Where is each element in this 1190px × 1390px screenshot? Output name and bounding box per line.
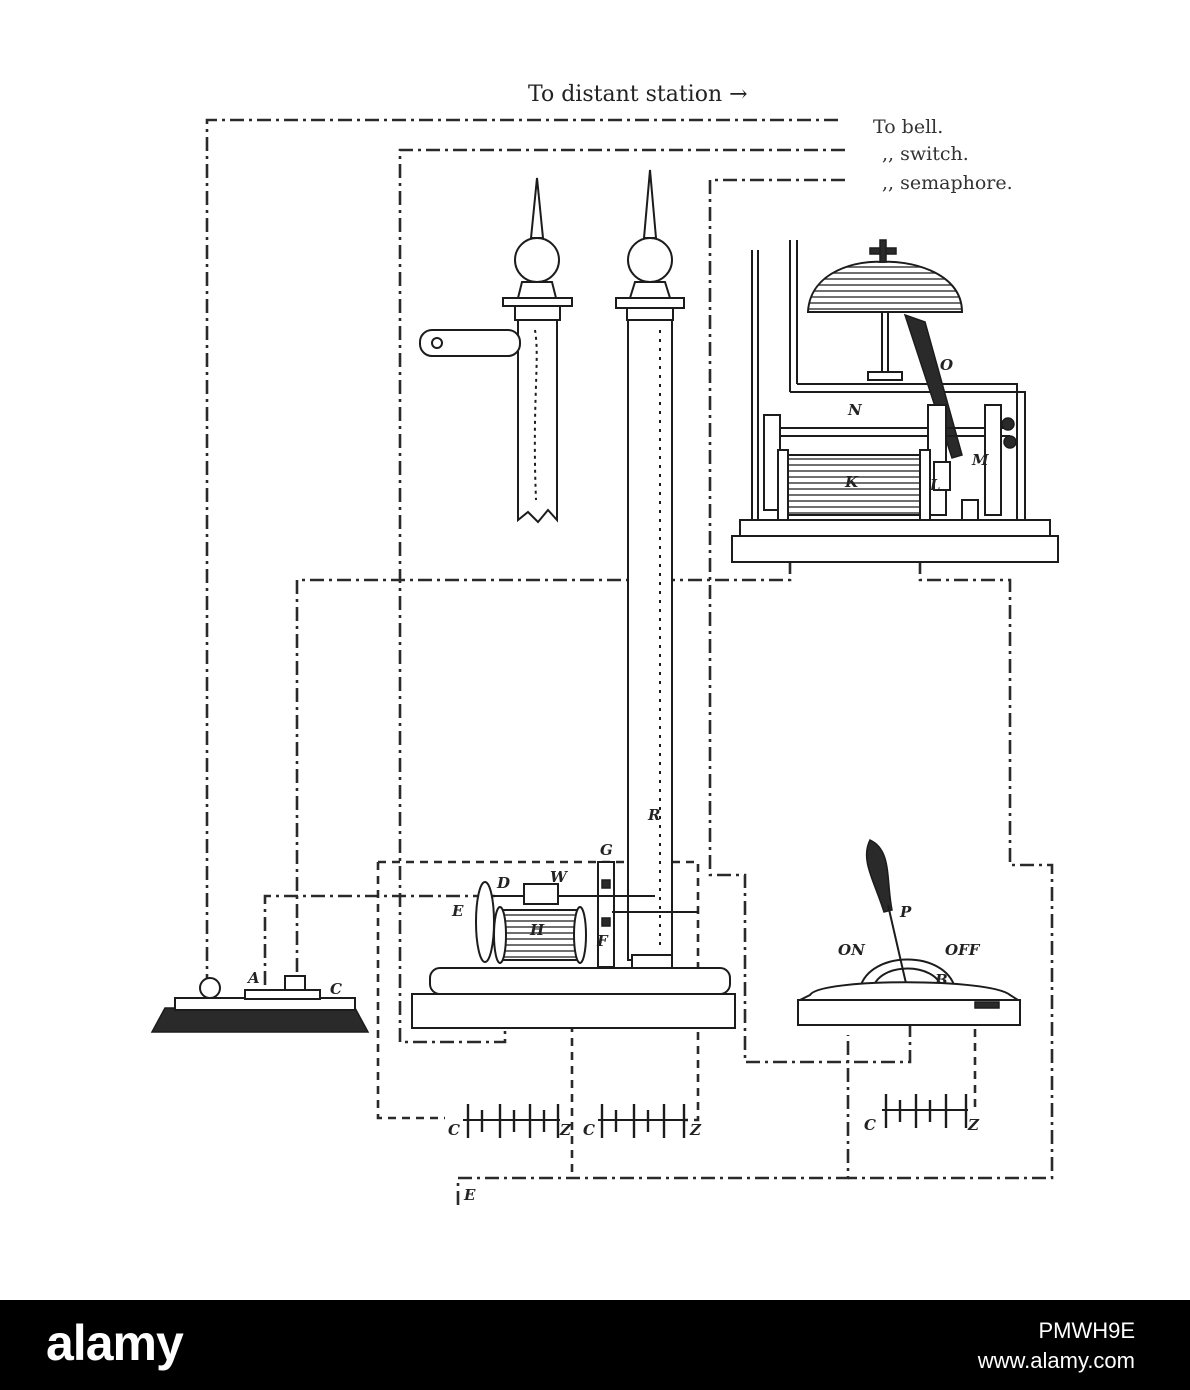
caption-semaphore: ,, semaphore. [882,172,1013,194]
battery-left: C Z [448,1104,572,1139]
wire-distant-station [205,118,838,985]
semaphore-post-right [615,169,685,972]
label-H: H [529,921,545,939]
label-A: A [246,969,260,987]
sending-key: A C [150,969,370,1033]
label-Z3: Z [967,1116,980,1134]
label-G: G [600,841,613,859]
semaphore-switch: P ON OFF B [797,839,1022,1026]
label-off: OFF [945,941,981,959]
label-F: F [596,932,609,950]
label-W: W [550,868,569,886]
wire-bell-right [848,560,1054,1180]
label-R: R [647,806,660,824]
watermark-logo: alamy [46,1315,184,1371]
label-O: O [940,356,953,374]
wire-to-semaphore [708,178,912,1064]
wire-bell-to-key [295,560,792,985]
label-C1: C [448,1121,460,1139]
telegraph-circuit-diagram: To distant station → To bell. ,, switch.… [150,82,1059,1205]
label-L: L [929,476,941,494]
battery-right: C Z [864,1094,980,1134]
battery-middle: C Z [583,1104,702,1139]
label-Z1: Z [559,1121,572,1139]
semaphore-post-left [419,177,573,524]
label-E-earth: E [463,1186,476,1204]
label-M: M [971,451,989,469]
diagram-area: To distant station → To bell. ,, switch.… [150,82,1059,1205]
wire-key-instrument [263,894,500,985]
label-C-key: C [330,980,342,998]
watermark-bar: alamy PMWH9E www.alamy.com [0,1300,1190,1390]
bell-instrument: O N M K L [731,239,1059,563]
watermark-image-id: PMWH9E [1038,1318,1135,1343]
caption-switch: ,, switch. [882,143,969,165]
wire-earth [456,1035,850,1205]
wire-instrument-box-left [376,862,445,1120]
caption-to-bell: To bell. [873,116,943,138]
watermark-url: www.alamy.com [977,1348,1135,1373]
label-Z2: Z [689,1121,702,1139]
label-E-key: E [451,902,464,920]
wire-to-bell [398,148,845,1044]
caption-distant-station: To distant station → [528,82,748,107]
label-C3: C [864,1116,876,1134]
label-P: P [899,903,912,921]
label-on: ON [838,941,866,959]
label-K: K [844,473,859,491]
label-C2: C [583,1121,595,1139]
semaphore-instrument: R G F D W E H [411,806,736,1029]
label-N: N [847,401,863,419]
label-D: D [496,874,510,892]
